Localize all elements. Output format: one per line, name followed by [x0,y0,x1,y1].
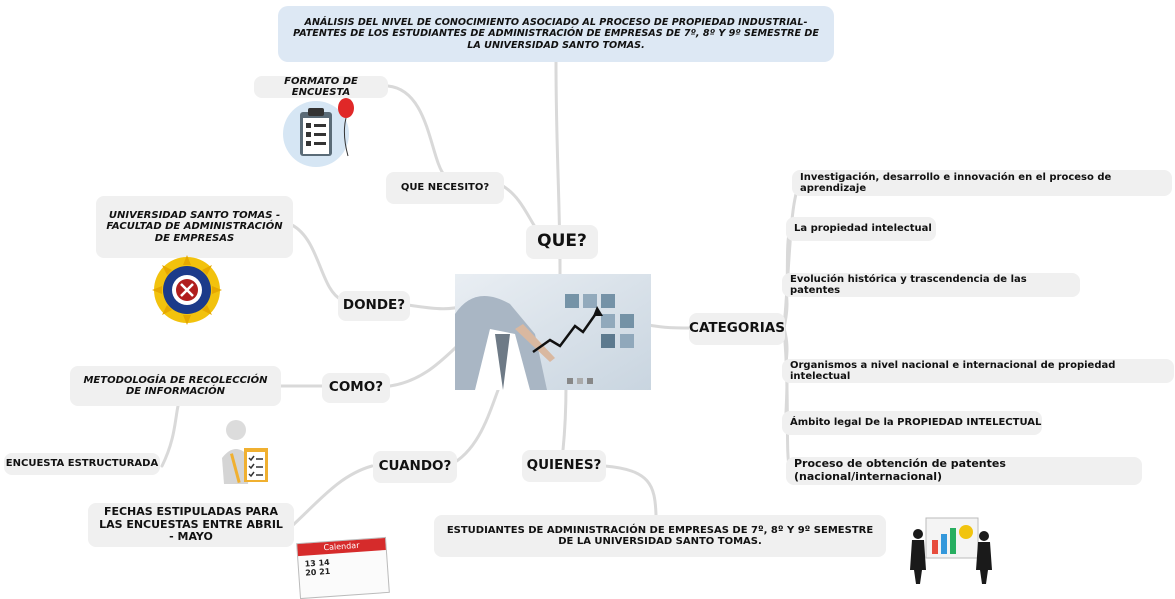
calendar-day: 20 [304,567,317,578]
categoria-item: La propiedad intelectual [786,217,936,241]
connector-cuando [448,383,502,467]
connector-estudiantes [603,464,658,517]
university-seal-icon [152,255,222,325]
node-cuando: CUANDO? [373,451,457,483]
map-title: ANÁLISIS DEL NIVEL DE CONOCIMIENTO ASOCI… [278,6,834,62]
connector-categorias [646,323,692,330]
connector-fechas [291,464,374,527]
calendar-icon: Calendar 13 14 20 21 [296,532,390,599]
node-universidad: UNIVERSIDAD SANTO TOMAS - FACULTAD DE AD… [96,196,293,258]
node-como: COMO? [322,373,390,403]
calendar-day: 21 [318,566,331,577]
node-categorias: CATEGORIAS [689,313,785,345]
node-encuesta-estructurada: ENCUESTA ESTRUCTURADA [4,453,160,475]
connector-quienes [561,383,568,452]
connector-universidad [290,223,344,302]
categoria-item: Evolución histórica y trascendencia de l… [782,273,1080,297]
node-donde: DONDE? [338,291,410,321]
person-checklist-icon [222,420,268,484]
business-chart-image [455,274,651,390]
clipboard-icon [283,101,349,167]
presentation-icon [910,517,992,584]
node-fechas: FECHAS ESTIPULADAS PARA LAS ENCUESTAS EN… [88,503,294,547]
categoria-item: Organismos a nivel nacional e internacio… [782,359,1174,383]
categoria-item: Investigación, desarrollo e innovación e… [792,170,1172,196]
node-formato-encuesta: FORMATO DE ENCUESTA [254,76,388,98]
balloon-icon [338,98,354,157]
connector-encuesta [160,404,180,468]
node-quienes: QUIENES? [522,450,606,482]
node-estudiantes: ESTUDIANTES DE ADMINISTRACIÓN DE EMPRESA… [434,515,886,557]
node-metodologia: METODOLOGÍA DE RECOLECCIÓN DE INFORMACIÓ… [70,366,281,406]
connector-formato [386,84,447,178]
categoria-item: Ámbito legal De la PROPIEDAD INTELECTUAL [782,411,1042,435]
categoria-item: Proceso de obtención de patentes (nacion… [786,457,1142,485]
node-que: QUE? [526,225,598,259]
node-que-necesito: QUE NECESITO? [386,172,504,204]
